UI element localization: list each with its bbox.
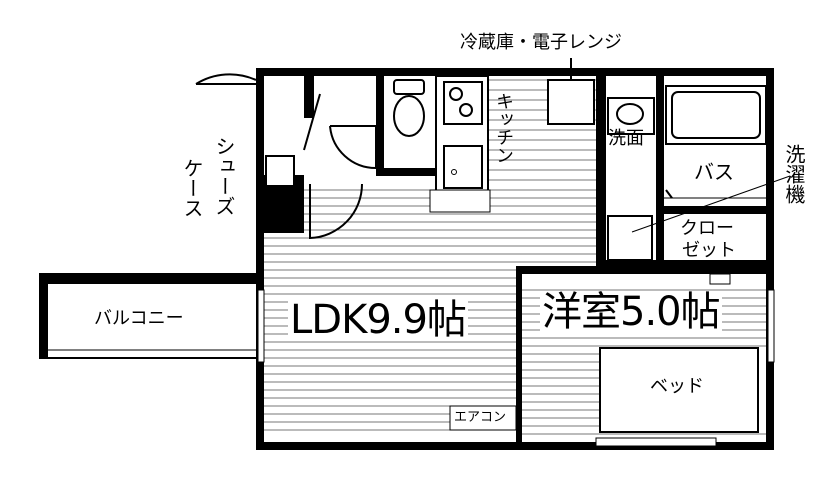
toilet-room	[376, 68, 436, 176]
exterior-walls	[256, 68, 774, 450]
bed-label: ベッド	[650, 376, 704, 397]
fridge-microwave-box	[547, 58, 595, 125]
shoe-case-label-line2: ケース	[180, 158, 204, 218]
aircon-box	[449, 405, 517, 431]
bathtub	[665, 85, 767, 145]
western-room-label: 洋室5.0帖	[540, 289, 722, 335]
fridge-microwave-label: 冷蔵庫・電子レンジ	[460, 32, 622, 53]
western-room-walls	[516, 266, 772, 450]
washbasin-label: 洗面	[608, 128, 644, 149]
closet-label-line2: ゼット	[682, 240, 736, 261]
closet-label-line1: クロー	[680, 218, 734, 239]
washing-machine-label: 洗濯機	[782, 144, 806, 204]
balcony-area	[39, 273, 262, 359]
closet-door-marker	[709, 273, 731, 285]
shoe-case	[265, 155, 295, 187]
entrance-walls	[256, 68, 314, 233]
ldk-floor-hatching	[263, 79, 600, 431]
bath-label: バス	[694, 160, 734, 184]
ldk-label: LDK9.9帖	[288, 297, 468, 343]
kitchen-label: キッチン	[493, 92, 514, 164]
washbasin	[607, 97, 655, 135]
door-swings	[195, 73, 673, 240]
bathroom-walls	[596, 68, 772, 268]
windows	[257, 289, 775, 447]
bed-outline	[599, 347, 759, 433]
balcony-label: バルコニー	[94, 308, 184, 329]
shoe-case-label-line1: シューズ	[212, 136, 236, 216]
kitchen-counter	[429, 75, 491, 213]
aircon-label: エアコン	[454, 410, 507, 425]
washing-machine	[607, 175, 791, 261]
